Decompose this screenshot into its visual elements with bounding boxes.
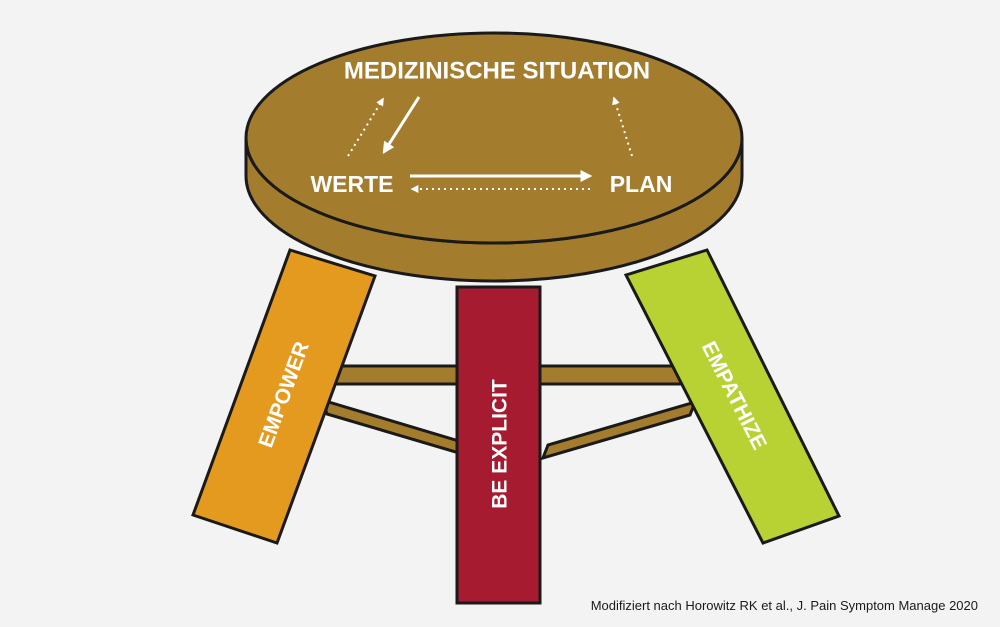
leg-be-explicit-body <box>455 285 542 605</box>
leg-empathize: EMPATHIZE <box>623 248 842 545</box>
right-lower-rung <box>540 399 698 461</box>
label-plan: PLAN <box>610 171 673 197</box>
arrow-situation-to-werte <box>382 96 421 155</box>
left-lower-rung <box>319 397 479 461</box>
leg-be-explicit: BE EXPLICIT <box>455 285 542 605</box>
arrow-werte-to-situation-dotted <box>347 97 384 157</box>
stool-seat <box>244 31 744 283</box>
cycle-arrows <box>347 96 633 193</box>
source-citation: Modifiziert nach Horowitz RK et al., J. … <box>590 598 978 613</box>
leg-empathize-body <box>623 248 842 545</box>
seat-top <box>244 31 744 245</box>
label-medizinische-situation: MEDIZINISCHE SITUATION <box>344 57 650 84</box>
leg-empower-body <box>191 248 377 545</box>
arrow-plan-to-situation-dotted <box>612 96 633 157</box>
stool-rungs <box>316 364 704 461</box>
label-werte: WERTE <box>310 171 393 197</box>
leg-empower: EMPOWER <box>191 248 377 545</box>
leg-be-explicit-label: BE EXPLICIT <box>489 379 512 509</box>
